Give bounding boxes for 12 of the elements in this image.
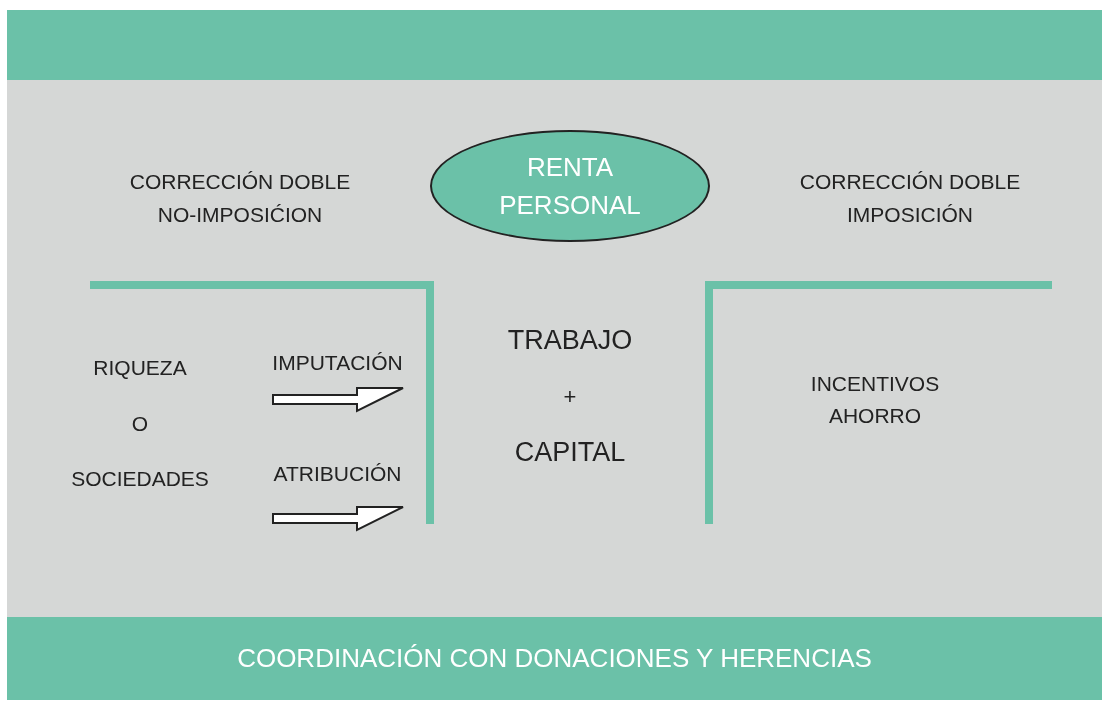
- label-text: ATRIBUCIÓN: [272, 461, 403, 487]
- label-text: IMPUTACIÓN: [271, 350, 404, 376]
- label-text: CORRECCIÓN DOBLE NO-IMPOSIĆION: [128, 169, 352, 228]
- label-text: CAPITAL: [513, 436, 627, 469]
- label-text: O: [130, 411, 150, 437]
- footer-band: COORDINACIÓN CON DONACIONES Y HERENCIAS: [7, 617, 1102, 700]
- label-text: SOCIEDADES: [70, 466, 210, 492]
- label-text: CORRECCIÓN DOBLE IMPOSICIÓN: [798, 169, 1022, 228]
- label-text: TRABAJO: [506, 324, 634, 357]
- label-text: +: [562, 383, 578, 411]
- label-text: INCENTIVOS AHORRO: [809, 371, 941, 429]
- label-text: RIQUEZA: [92, 355, 188, 381]
